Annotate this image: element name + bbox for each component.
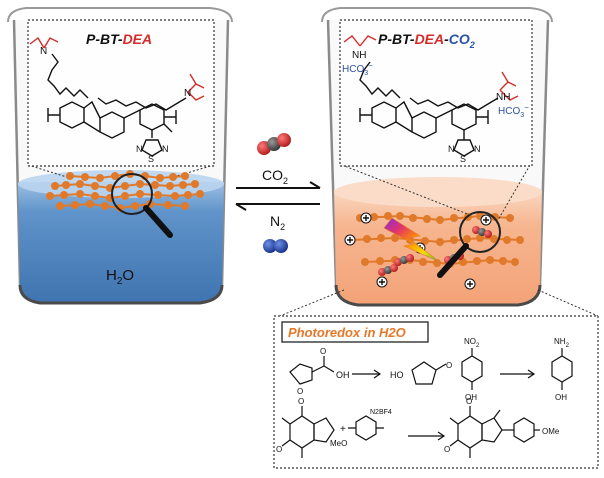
forward-gas-label: CO2 — [262, 167, 288, 186]
left-beaker-rim — [7, 7, 233, 23]
r1-o-ring: O — [297, 387, 303, 396]
r3-diazonium: N2BF4 — [370, 409, 392, 416]
co2-molecule-icon — [257, 133, 291, 155]
reverse-arrow — [235, 203, 320, 211]
left-monomer-structure — [47, 53, 187, 157]
right-panel-title: P-BT-DEA-CO2 — [378, 31, 475, 50]
reaction-3 — [281, 406, 540, 458]
left-btd-n1: N — [136, 144, 143, 154]
r3-plus: + — [340, 424, 346, 435]
left-btd-s: S — [148, 154, 154, 164]
light-bolt-icon — [383, 217, 441, 263]
left-panel-title: P-BT-DEA — [86, 31, 152, 47]
right-magnifier-icon — [437, 211, 501, 278]
r2-nitro: NO2 — [464, 337, 480, 349]
left-magnifier-icon — [111, 173, 173, 238]
right-btd-n1: N — [448, 144, 455, 154]
right-beaker-rim — [321, 7, 553, 23]
r2-amine: NH2 — [554, 337, 570, 349]
right-nh-top: NH — [352, 50, 366, 61]
left-amine-arms — [29, 36, 205, 101]
r1-oh: OH — [336, 370, 350, 380]
r1-o-acid: O — [320, 347, 326, 356]
r2-oh-right: OH — [555, 393, 567, 402]
right-btd-s: S — [460, 154, 466, 164]
right-btd-n2: N — [474, 144, 481, 154]
photoredox-title: Photoredox in H2O — [288, 325, 406, 340]
r3-o-top: O — [298, 397, 304, 406]
bath-co2-molecules — [378, 226, 492, 276]
r3-product-o-left: O — [444, 445, 450, 454]
r1-ho: HO — [390, 370, 404, 380]
reaction-2 — [461, 348, 573, 390]
r3-ome: OMe — [542, 427, 560, 436]
photoredox-title-box — [281, 321, 429, 343]
r3-o-left: O — [276, 445, 282, 454]
right-bath-surface — [334, 177, 542, 207]
r3-product-o-top: O — [466, 397, 472, 406]
r2-oh-left: OH — [465, 393, 477, 402]
right-ammonium-arms — [343, 35, 519, 101]
forward-arrow — [236, 181, 321, 189]
left-amine-n-top: N — [40, 46, 47, 57]
left-water — [18, 182, 224, 303]
right-monomer-structure — [359, 61, 499, 157]
reaction-1 — [289, 356, 447, 385]
right-nh-bottom: NH — [496, 92, 510, 103]
left-polymer-aggregate — [46, 170, 204, 212]
right-counterion-bottom: HCO3− — [498, 103, 529, 119]
left-amine-n-bottom: N — [184, 88, 191, 99]
r1-o-lactone: O — [446, 361, 452, 370]
reverse-gas-label: N2 — [270, 213, 285, 232]
left-medium-label: H2O — [106, 267, 134, 287]
left-btd-n2: N — [162, 144, 169, 154]
right-counterion-top: HCO3− — [342, 61, 373, 77]
n2-molecule-icon — [263, 239, 288, 253]
right-bath — [334, 190, 542, 305]
r3-meo: MeO — [330, 439, 347, 448]
